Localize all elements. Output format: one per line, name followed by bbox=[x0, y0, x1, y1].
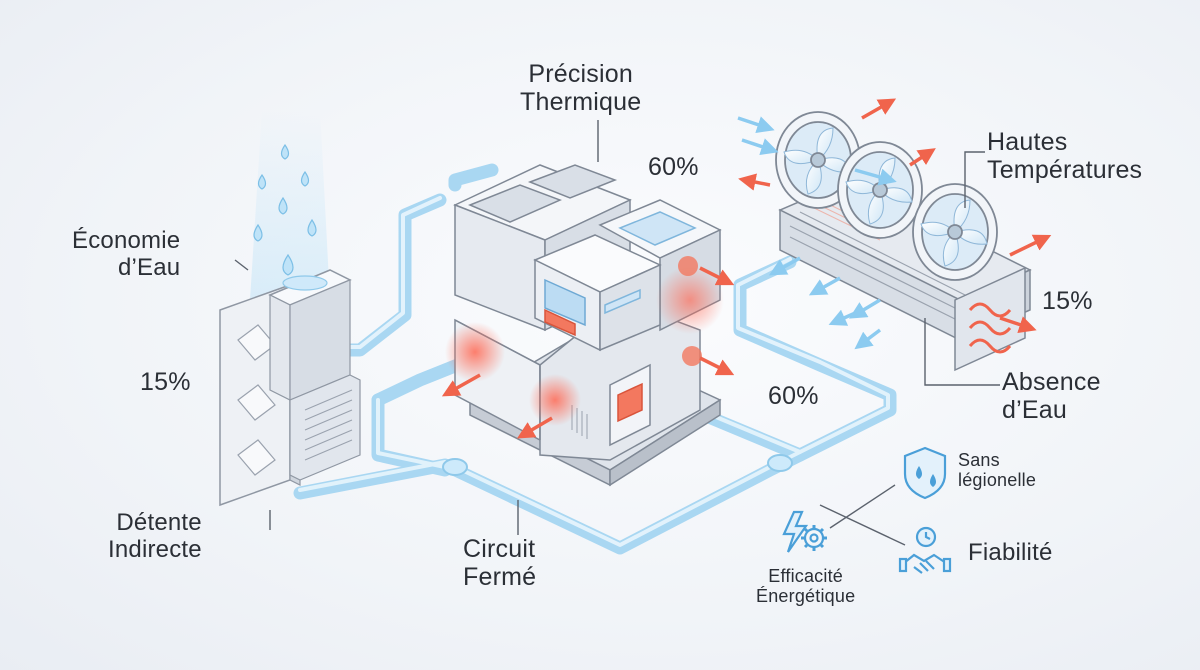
leader-lines bbox=[234, 120, 1000, 546]
label-circuit-line2: Fermé bbox=[463, 563, 537, 591]
label-precision-line2: Thermique bbox=[520, 88, 642, 116]
label-economie-eau: Économie d’Eau bbox=[72, 227, 181, 282]
label-circuit-line1: Circuit bbox=[463, 535, 536, 563]
label-efficacite-energetique: Efficacité Énergétique bbox=[756, 566, 855, 606]
label-economie-line1: Économie bbox=[72, 227, 181, 254]
fan-icon bbox=[912, 183, 998, 281]
fan-icon bbox=[837, 141, 923, 239]
label-hautes-line1: Hautes bbox=[987, 128, 1068, 156]
label-hautes-temperatures: Hautes Températures bbox=[987, 128, 1142, 184]
label-detente-indirecte: Détente Indirecte bbox=[108, 509, 202, 564]
percentage-right: 15% bbox=[1042, 287, 1093, 315]
heat-glows bbox=[445, 256, 724, 426]
label-absence-eau: Absence d’Eau bbox=[1002, 368, 1101, 424]
label-efficacite-line2: Énergétique bbox=[756, 586, 856, 607]
shield-drops-icon bbox=[903, 446, 947, 500]
percentage-center-top: 60% bbox=[648, 153, 699, 181]
label-efficacite-line1: Efficacité bbox=[768, 566, 843, 586]
clock-handshake-icon bbox=[898, 526, 952, 574]
label-absence-line1: Absence bbox=[1002, 368, 1101, 396]
pipe-network bbox=[293, 163, 897, 555]
label-hautes-line2: Températures bbox=[987, 156, 1143, 184]
airflow-arrows bbox=[737, 98, 1052, 350]
label-absence-line2: d’Eau bbox=[1002, 396, 1067, 424]
label-detente-line2: Indirecte bbox=[108, 535, 202, 563]
label-detente-line1: Détente bbox=[116, 509, 202, 536]
label-economie-line2: d’Eau bbox=[117, 253, 181, 281]
label-sans-line1: Sans bbox=[958, 450, 1000, 470]
label-precision-line1: Précision bbox=[528, 60, 633, 88]
evaporative-tower bbox=[219, 110, 361, 507]
percentage-left: 15% bbox=[140, 368, 191, 396]
label-sans-legionelle: Sans légionelle bbox=[958, 450, 1036, 490]
percentage-center-right: 60% bbox=[768, 382, 819, 410]
label-fiabilite: Fiabilité bbox=[968, 539, 1053, 566]
heat-arrows bbox=[441, 266, 735, 439]
label-precision-thermique: Précision Thermique bbox=[520, 60, 641, 116]
label-sans-line2: légionelle bbox=[958, 470, 1037, 491]
label-circuit-ferme: Circuit Fermé bbox=[463, 535, 536, 591]
water-drops-icon bbox=[253, 143, 317, 276]
lightning-gear-icon bbox=[782, 510, 827, 553]
